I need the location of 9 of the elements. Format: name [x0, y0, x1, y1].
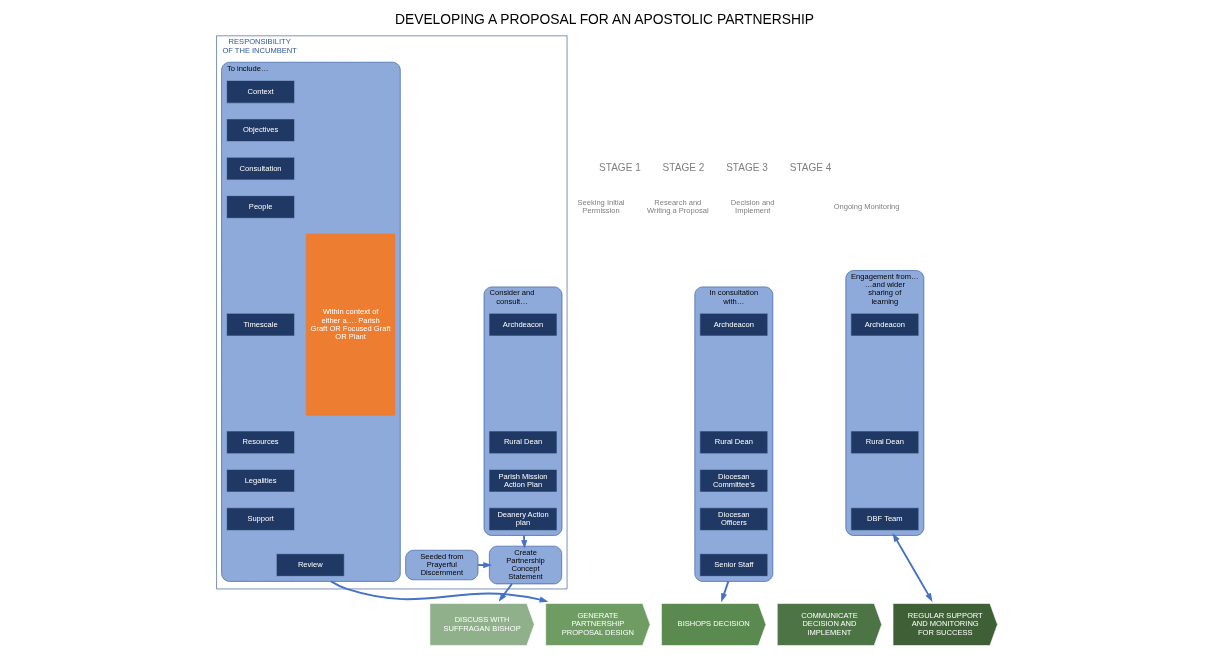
label: STAGE 2: [662, 161, 704, 173]
diagram-title: DEVELOPING A PROPOSAL FOR AN APOSTOLIC PARTNERSHIP: [394, 11, 814, 28]
arrow: [476, 561, 492, 569]
arrow: [720, 580, 729, 603]
label: STAGE 4: [789, 161, 831, 173]
arrow: [892, 533, 933, 602]
label: STAGE 3: [725, 161, 768, 173]
label: STAGE 1: [598, 161, 641, 173]
arrow: [520, 534, 527, 549]
